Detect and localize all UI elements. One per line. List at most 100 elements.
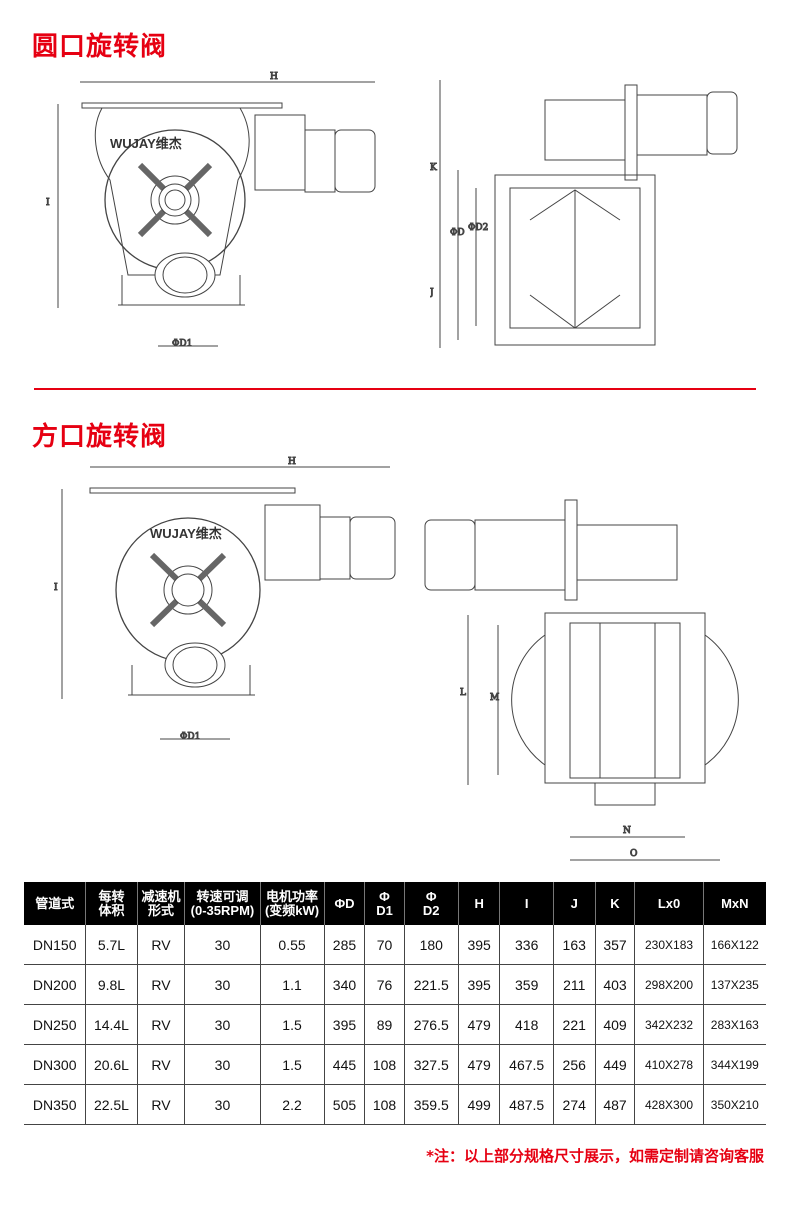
table-cell: 2.2 [260, 1084, 325, 1125]
dimension-label: L [460, 688, 466, 698]
round-valve-side-drawing: KJ ΦD ΦD2 [430, 80, 738, 348]
table-cell: 30 [184, 925, 261, 965]
table-cell: 9.8L [85, 964, 138, 1005]
dimension-label: H [288, 457, 296, 467]
table-cell: 274 [553, 1084, 596, 1125]
table-cell: RV [137, 925, 186, 965]
table-cell: 499 [458, 1084, 501, 1125]
table-cell: 445 [324, 1044, 366, 1085]
table-cell: 428X300 [634, 1084, 704, 1125]
table-cell: 467.5 [499, 1044, 554, 1085]
table-cell: 137X235 [703, 964, 766, 1005]
dimension-label: WUJAY维杰 [150, 526, 222, 541]
table-cell: RV [137, 1084, 186, 1125]
column-header: Φ D1 [364, 882, 405, 925]
column-header: 转速可调 (0-35RPM) [184, 882, 261, 925]
table-cell: 211 [553, 964, 596, 1005]
square-valve-side-drawing: L M N O [424, 499, 739, 861]
dimension-label: O [630, 849, 637, 859]
table-cell: DN350 [24, 1084, 87, 1125]
table-cell: 5.7L [85, 925, 138, 965]
footnote: *注：以上部分规格尺寸展示，如需定制请咨询客服 [426, 1147, 764, 1165]
table-cell: 30 [184, 1044, 261, 1085]
table-cell: 410X278 [634, 1044, 704, 1085]
table-cell: 30 [184, 1004, 261, 1045]
section-title-square: 方口旋转阀 [32, 422, 168, 452]
column-header: H [458, 882, 501, 925]
dimension-label: I [46, 198, 50, 208]
column-header: 管道式 [24, 882, 87, 925]
column-header: 电机功率 (变频kW) [260, 882, 325, 925]
table-cell: DN200 [24, 964, 87, 1005]
table-header-row: 管道式每转 体积减速机 形式转速可调 (0-35RPM)电机功率 (变频kW)Φ… [24, 882, 766, 925]
table-cell: RV [137, 1004, 186, 1045]
column-header: K [595, 882, 636, 925]
table-cell: 221 [553, 1004, 596, 1045]
table-cell: 479 [458, 1044, 501, 1085]
table-cell: 340 [324, 964, 366, 1005]
table-cell: 359.5 [404, 1084, 459, 1125]
table-cell: 449 [595, 1044, 636, 1085]
table-cell: 1.5 [260, 1004, 325, 1045]
table-cell: 395 [458, 964, 501, 1005]
table-cell: 256 [553, 1044, 596, 1085]
column-header: 减速机 形式 [137, 882, 186, 925]
table-cell: 230X183 [634, 925, 704, 965]
table-cell: 14.4L [85, 1004, 138, 1045]
table-cell: 336 [499, 925, 554, 965]
table-cell: 395 [324, 1004, 366, 1045]
table-cell: 487 [595, 1084, 636, 1125]
table-cell: 285 [324, 925, 366, 965]
table-cell: 20.6L [85, 1044, 138, 1085]
dimension-label: ΦD1 [180, 732, 200, 742]
table-cell: 359 [499, 964, 554, 1005]
spec-table: 管道式每转 体积减速机 形式转速可调 (0-35RPM)电机功率 (变频kW)Φ… [24, 882, 766, 1125]
table-cell: 357 [595, 925, 636, 965]
table-cell: 276.5 [404, 1004, 459, 1045]
column-header: ΦD [324, 882, 366, 925]
column-header: MxN [703, 882, 766, 925]
table-cell: 418 [499, 1004, 554, 1045]
table-cell: 70 [364, 925, 405, 965]
table-cell: 0.55 [260, 925, 325, 965]
table-cell: 350X210 [703, 1084, 766, 1125]
table-cell: 180 [404, 925, 459, 965]
column-header: Φ D2 [404, 882, 459, 925]
table-cell: 108 [364, 1084, 405, 1125]
table-cell: 30 [184, 1084, 261, 1125]
dimension-label: K [430, 163, 437, 173]
table-cell: 409 [595, 1004, 636, 1045]
dimension-label: H [270, 72, 278, 82]
table-cell: 89 [364, 1004, 405, 1045]
column-header: 每转 体积 [85, 882, 138, 925]
table-cell: 163 [553, 925, 596, 965]
column-header: Lx0 [634, 882, 704, 925]
dimension-label: I [54, 583, 58, 593]
section-divider [34, 388, 756, 390]
column-header: J [553, 882, 596, 925]
table-cell: 479 [458, 1004, 501, 1045]
table-cell: 1.1 [260, 964, 325, 1005]
table-cell: DN250 [24, 1004, 87, 1045]
table-cell: 30 [184, 964, 261, 1005]
table-cell: 344X199 [703, 1044, 766, 1085]
dimension-label: WUJAY维杰 [110, 136, 182, 151]
dimension-label: ΦD [450, 228, 465, 238]
table-cell: 221.5 [404, 964, 459, 1005]
table-cell: 403 [595, 964, 636, 1005]
section-title-round: 圆口旋转阀 [32, 32, 168, 62]
table-cell: DN150 [24, 925, 87, 965]
round-valve-front-drawing: H I WUJAY维杰 ΦD1 [46, 72, 376, 350]
dimension-label: J [430, 288, 434, 298]
table-cell: 395 [458, 925, 501, 965]
table-cell: 505 [324, 1084, 366, 1125]
table-cell: 283X163 [703, 1004, 766, 1045]
table-cell: RV [137, 964, 186, 1005]
table-cell: DN300 [24, 1044, 87, 1085]
table-cell: 487.5 [499, 1084, 554, 1125]
column-header: I [499, 882, 554, 925]
